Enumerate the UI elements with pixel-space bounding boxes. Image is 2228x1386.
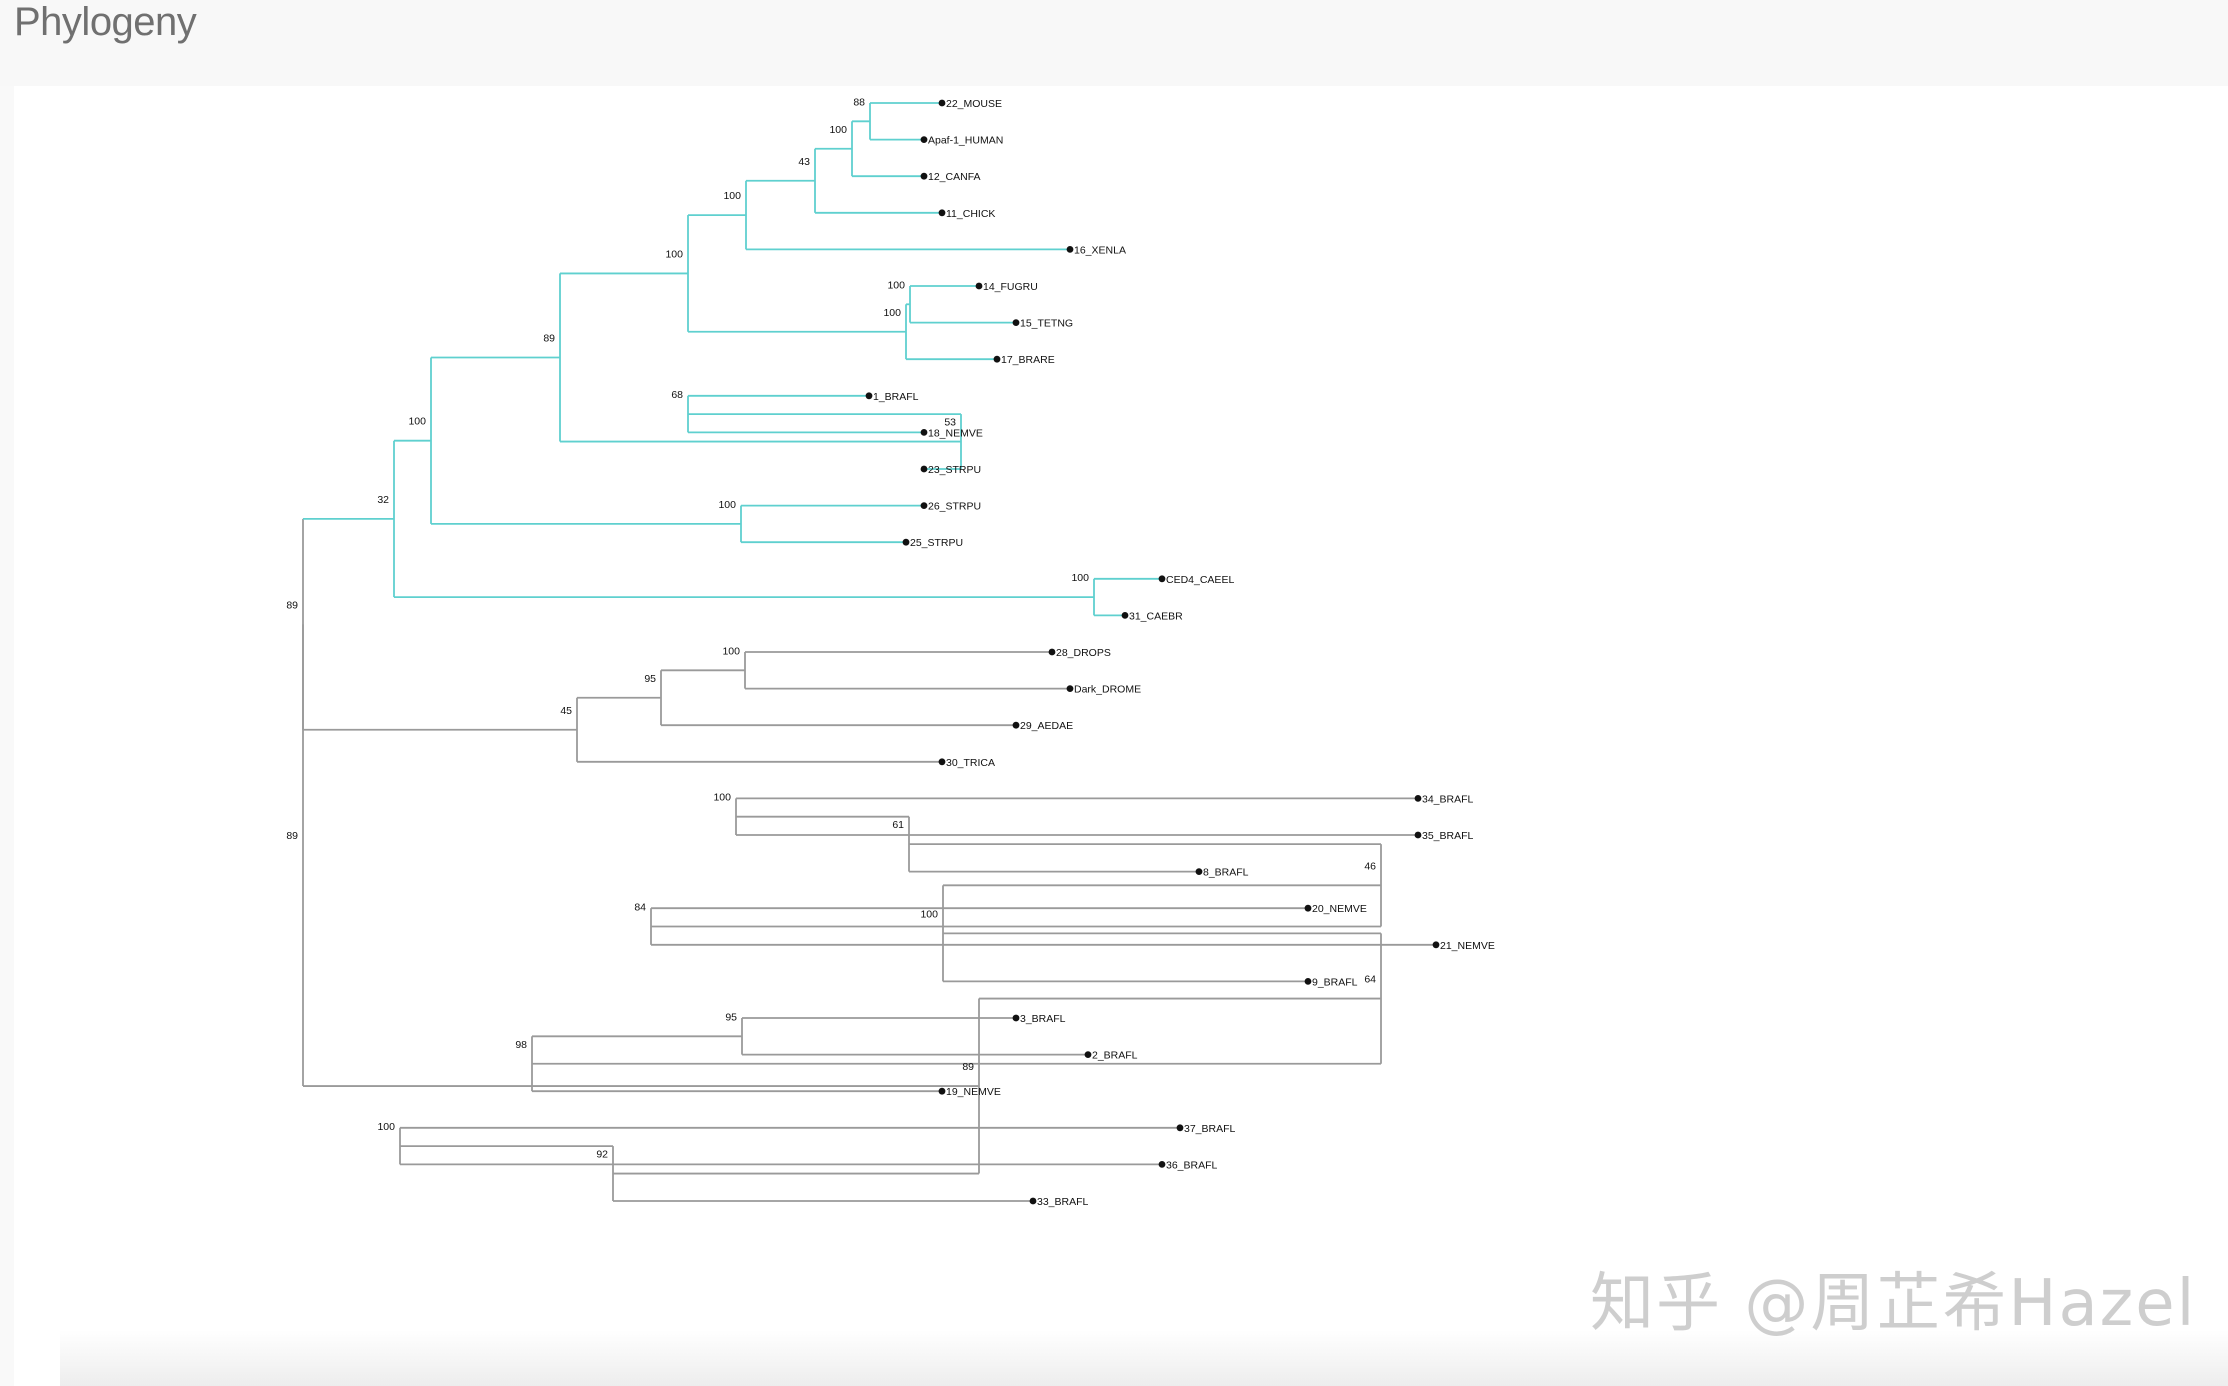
- leaf-label: 30_TRICA: [946, 757, 995, 769]
- support-value: 100: [920, 908, 938, 920]
- support-value: 64: [1364, 974, 1376, 986]
- support-value: 89: [286, 830, 298, 842]
- leaf-dot: [1176, 1124, 1184, 1132]
- support-value: 61: [892, 819, 904, 831]
- leaf-dot: [865, 392, 873, 400]
- support-value: 89: [543, 332, 555, 344]
- tree-panel: [14, 86, 2228, 1386]
- leaf-dot: [938, 209, 946, 217]
- leaf-label: 28_DROPS: [1056, 647, 1111, 659]
- support-value: 32: [377, 494, 389, 506]
- support-value: 95: [644, 673, 656, 685]
- leaf-label: 36_BRAFL: [1166, 1159, 1218, 1171]
- support-value: 100: [722, 645, 740, 657]
- leaf-dot: [1084, 1051, 1092, 1058]
- page-title: Phylogeny: [14, 0, 197, 44]
- support-value: 95: [725, 1011, 737, 1023]
- leaf-dot: [1414, 795, 1422, 802]
- leaf-label: 16_XENLA: [1074, 244, 1126, 256]
- support-value: 100: [718, 499, 736, 511]
- leaf-dot: [938, 1087, 946, 1095]
- leaf-label: 12_CANFA: [928, 171, 981, 183]
- leaf-label: 21_NEMVE: [1440, 940, 1495, 952]
- leaf-label: Apaf-1_HUMAN: [928, 135, 1003, 147]
- leaf-label: 35_BRAFL: [1422, 830, 1474, 842]
- leaf-label: 11_CHICK: [946, 208, 995, 220]
- leaf-label: 33_BRAFL: [1037, 1196, 1089, 1208]
- leaf-label: 31_CAEBR: [1129, 610, 1183, 622]
- leaf-label: 25_STRPU: [910, 537, 963, 549]
- leaf-label: 29_AEDAE: [1020, 720, 1073, 732]
- leaf-dot: [1066, 246, 1074, 253]
- support-value: 100: [723, 190, 741, 202]
- leaf-dot: [920, 465, 928, 473]
- leaf-label: 20_NEMVE: [1312, 903, 1367, 915]
- leaf-label: 18_NEMVE: [928, 427, 983, 439]
- support-value: 89: [286, 599, 298, 611]
- leaf-label: 1_BRAFL: [873, 391, 919, 403]
- support-value: 92: [596, 1149, 608, 1161]
- leaf-dot: [938, 758, 946, 766]
- support-value: 46: [1364, 860, 1376, 872]
- leaf-label: 37_BRAFL: [1184, 1123, 1236, 1135]
- leaf-label: 3_BRAFL: [1020, 1013, 1066, 1025]
- support-value: 89: [962, 1061, 974, 1073]
- support-value: 100: [883, 307, 901, 319]
- header-bar: Phylogeny: [0, 0, 2228, 86]
- leaf-dot: [1048, 648, 1056, 656]
- leaf-label: 23_STRPU: [928, 464, 981, 476]
- leaf-dot: [975, 282, 983, 290]
- support-value: 100: [1071, 572, 1089, 584]
- support-value: 84: [634, 902, 646, 914]
- leaf-label: 2_BRAFL: [1092, 1050, 1138, 1062]
- leaf-dot: [938, 99, 946, 107]
- leaf-label: 9_BRAFL: [1312, 976, 1358, 988]
- leaf-label: 19_NEMVE: [946, 1086, 1001, 1098]
- leaf-dot: [1432, 941, 1440, 949]
- support-value: 100: [829, 124, 847, 136]
- support-value: 43: [798, 156, 810, 168]
- leaf-label: 26_STRPU: [928, 501, 981, 513]
- leaf-dot: [1066, 685, 1074, 692]
- support-value: 88: [853, 96, 865, 108]
- leaf-label: 34_BRAFL: [1422, 793, 1474, 805]
- leaf-dot: [1121, 612, 1129, 619]
- leaf-dot: [1012, 1014, 1020, 1022]
- leaf-dot: [1012, 721, 1020, 729]
- support-value: 100: [665, 248, 683, 260]
- leaf-dot: [920, 429, 928, 436]
- leaf-label: 22_MOUSE: [946, 98, 1002, 110]
- support-value: 100: [408, 416, 426, 428]
- leaf-label: 14_FUGRU: [983, 281, 1038, 293]
- leaf-label: 8_BRAFL: [1203, 867, 1249, 879]
- support-value: 100: [713, 792, 731, 804]
- leaf-dot: [1414, 831, 1422, 839]
- support-value: 68: [671, 389, 683, 401]
- support-value: 45: [560, 705, 572, 717]
- leaf-dot: [1304, 978, 1312, 985]
- leaf-dot: [993, 355, 1001, 363]
- leaf-dot: [1012, 319, 1020, 326]
- leaf-dot: [1158, 575, 1166, 583]
- leaf-dot: [920, 502, 928, 509]
- watermark: 知乎 @周芷希Hazel: [1590, 1267, 2197, 1341]
- leaf-dot: [920, 172, 928, 180]
- support-value: 98: [515, 1039, 527, 1051]
- leaf-dot: [902, 538, 910, 546]
- leaf-dot: [1158, 1161, 1166, 1168]
- leaf-dot: [1304, 904, 1312, 912]
- leaf-dot: [1195, 868, 1203, 875]
- support-value: 100: [887, 279, 905, 291]
- support-value: 53: [944, 417, 956, 429]
- leaf-dot: [1029, 1197, 1037, 1205]
- support-value: 100: [377, 1121, 395, 1133]
- leaf-dot: [920, 136, 928, 144]
- leaf-label: CED4_CAEEL: [1166, 574, 1234, 586]
- leaf-label: 17_BRARE: [1001, 354, 1055, 366]
- leaf-label: Dark_DROME: [1074, 684, 1141, 696]
- leaf-label: 15_TETNG: [1020, 318, 1073, 330]
